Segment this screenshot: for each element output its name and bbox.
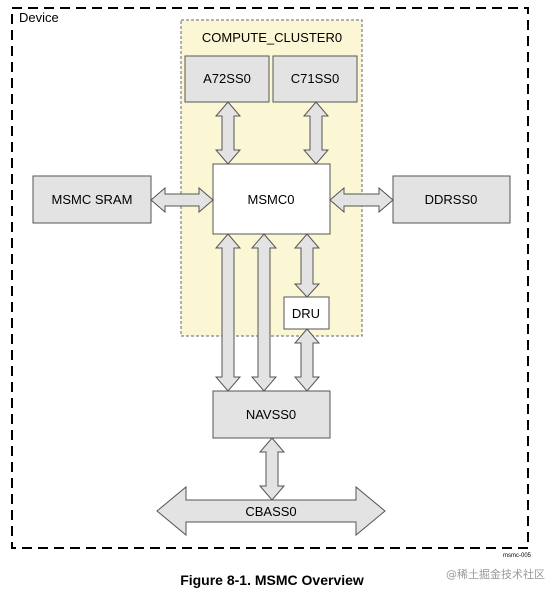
sram-msmc-arrow xyxy=(150,186,214,214)
msmc-sram-block xyxy=(32,175,152,224)
figure-id: msmc-005 xyxy=(503,553,532,559)
msmc0-label: MSMC0 xyxy=(248,192,295,207)
c71ss0-label: C71SS0 xyxy=(291,71,339,86)
dru-block xyxy=(283,296,330,330)
watermark-text: @稀土掘金技术社区 xyxy=(446,567,545,581)
figure-caption: Figure 8-1. MSMC Overview xyxy=(180,572,364,588)
compute-cluster-label: COMPUTE_CLUSTER0 xyxy=(202,30,342,45)
device-label: Device xyxy=(19,10,59,25)
cbass0-label: CBASS0 xyxy=(245,504,296,519)
device-boundary xyxy=(11,7,529,549)
c71ss0-block xyxy=(272,55,358,103)
ddrss0-label: DDRSS0 xyxy=(425,192,478,207)
navss0-label: NAVSS0 xyxy=(246,407,296,422)
ddrss0-block xyxy=(392,175,511,224)
msmc-ddr-arrow xyxy=(329,186,394,214)
cbass0-bus-arrow xyxy=(156,485,386,537)
msmc-sram-label: MSMC SRAM xyxy=(52,192,133,207)
dru-label: DRU xyxy=(292,306,320,321)
a72ss0-label: A72SS0 xyxy=(203,71,251,86)
navss-cbass-arrow xyxy=(258,437,286,501)
msmc0-block xyxy=(212,163,331,235)
a72ss0-block xyxy=(184,55,270,103)
navss0-block xyxy=(212,390,331,439)
dru-navss-arrow xyxy=(293,328,321,392)
